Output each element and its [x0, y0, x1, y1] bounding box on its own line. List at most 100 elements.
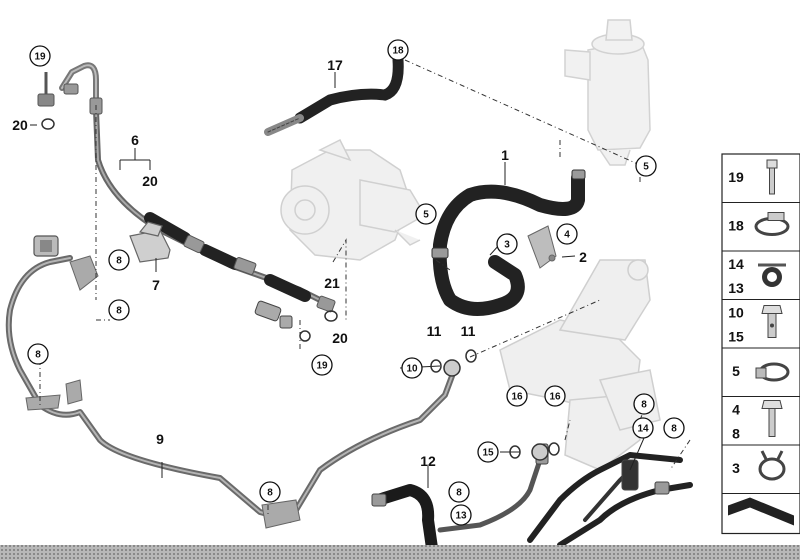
bracket-7 — [129, 221, 171, 263]
callout-13: 13 — [450, 504, 472, 526]
worm-clamp-icon — [755, 362, 790, 382]
svg-text:8: 8 — [116, 256, 122, 267]
callout-14: 14 — [632, 417, 654, 439]
legend-row: 5 — [722, 347, 800, 382]
label-20-six: 20 — [142, 173, 158, 189]
legend-number: 19 — [728, 169, 744, 185]
callout-5-mid: 5 — [415, 203, 437, 225]
callout-8-bottom: 8 — [259, 481, 281, 503]
callout-8-far-left: 8 — [27, 343, 49, 365]
label-12: 12 — [420, 453, 436, 469]
svg-text:18: 18 — [392, 46, 404, 57]
label-20-top: 20 — [12, 117, 28, 133]
legend-number: 14 — [728, 256, 744, 272]
callout-8-lower: 8 — [448, 481, 470, 503]
bracket-4 — [527, 225, 557, 269]
svg-text:3: 3 — [504, 240, 510, 251]
label-11-right: 11 — [461, 323, 476, 339]
callout-5-right: 5 — [635, 155, 657, 177]
callout-3: 3 — [496, 233, 518, 255]
svg-text:8: 8 — [116, 306, 122, 317]
svg-text:14: 14 — [637, 424, 649, 435]
banjo-bolt-icon — [761, 305, 783, 338]
legend-row: 19 — [728, 159, 778, 195]
svg-text:15: 15 — [482, 448, 494, 459]
label-11-left: 11 — [427, 323, 442, 339]
bracket-strip-icon — [728, 497, 794, 526]
rubber-mount — [33, 235, 59, 257]
legend-row: 10 15 — [722, 299, 800, 345]
callout-10: 10 — [401, 357, 423, 379]
rubber-mount-clamp-icon — [758, 263, 786, 287]
label-1: 1 — [501, 147, 509, 163]
small-fitting-19 — [37, 72, 55, 107]
svg-text:16: 16 — [549, 392, 561, 403]
legend-row: 48 — [722, 396, 800, 442]
steering-gear-ghost — [499, 259, 661, 471]
callout-16-left: 16 — [506, 385, 528, 407]
callout-19-top: 19 — [29, 45, 51, 67]
svg-text:8: 8 — [267, 488, 273, 499]
cooling-line-brackets — [25, 255, 301, 529]
svg-text:19: 19 — [316, 361, 328, 372]
callout-8-gear: 8 — [633, 393, 655, 415]
fitting-20-21 — [254, 300, 293, 329]
svg-text:5: 5 — [643, 162, 649, 173]
circled-callouts: 19 18 5 5 3 4 8 8 8 19 10 16 16 15 8 14 … — [27, 39, 685, 526]
svg-text:8: 8 — [641, 400, 647, 411]
dash-leaders — [39, 59, 691, 515]
reservoir-ghost — [564, 19, 651, 166]
sealing-rings — [41, 118, 560, 461]
legend-number: 4 — [732, 402, 740, 418]
svg-text:5: 5 — [423, 210, 429, 221]
legend-number: 3 — [732, 460, 740, 476]
callout-8-far-right: 8 — [663, 417, 685, 439]
label-9: 9 — [156, 431, 164, 447]
callout-8-left: 8 — [108, 299, 130, 321]
legend-number: 8 — [732, 426, 740, 442]
callout-4: 4 — [556, 223, 578, 245]
legend-row: 18 — [722, 202, 800, 236]
callout-18: 18 — [387, 39, 409, 61]
pump-ghost — [280, 138, 427, 261]
pressure-line-6 — [59, 62, 333, 308]
label-7: 7 — [152, 277, 160, 293]
legend-number: 13 — [728, 280, 744, 296]
label-17: 17 — [327, 57, 343, 73]
label-6: 6 — [131, 132, 139, 148]
svg-text:8: 8 — [456, 488, 462, 499]
suction-hose-17 — [264, 54, 404, 136]
bolt-icon — [766, 159, 778, 195]
hex-bolt-icon — [761, 400, 783, 437]
label-2: 2 — [579, 249, 587, 265]
label-21: 21 — [324, 275, 340, 291]
svg-text:4: 4 — [564, 230, 570, 241]
legend-number: 15 — [728, 329, 744, 345]
hose-1-clamps — [431, 169, 586, 259]
svg-text:8: 8 — [35, 350, 41, 361]
svg-text:16: 16 — [511, 392, 523, 403]
label-20-bottom: 20 — [332, 330, 348, 346]
legend-row: 3 — [722, 444, 800, 481]
hose-clamp-icon — [754, 212, 790, 236]
callout-19-bottom: 19 — [311, 354, 333, 376]
return-hose-1 — [432, 171, 585, 316]
callout-15: 15 — [477, 441, 499, 463]
legend-number: 5 — [732, 363, 740, 379]
svg-text:13: 13 — [455, 511, 467, 522]
svg-text:19: 19 — [34, 52, 46, 63]
legend-row: 14 13 — [722, 250, 800, 296]
callout-8-bracket: 8 — [108, 249, 130, 271]
plain-labels: 17 1 6 20 20 2 7 21 20 11 11 9 12 — [12, 57, 587, 469]
legend-number: 18 — [728, 218, 744, 234]
cooling-line-9 — [5, 255, 458, 523]
bottom-strip — [0, 545, 800, 560]
spring-clamp-icon — [758, 450, 786, 481]
svg-text:10: 10 — [406, 364, 418, 375]
legend-number: 10 — [728, 305, 744, 321]
svg-text:8: 8 — [671, 424, 677, 435]
callout-16-right: 16 — [544, 385, 566, 407]
